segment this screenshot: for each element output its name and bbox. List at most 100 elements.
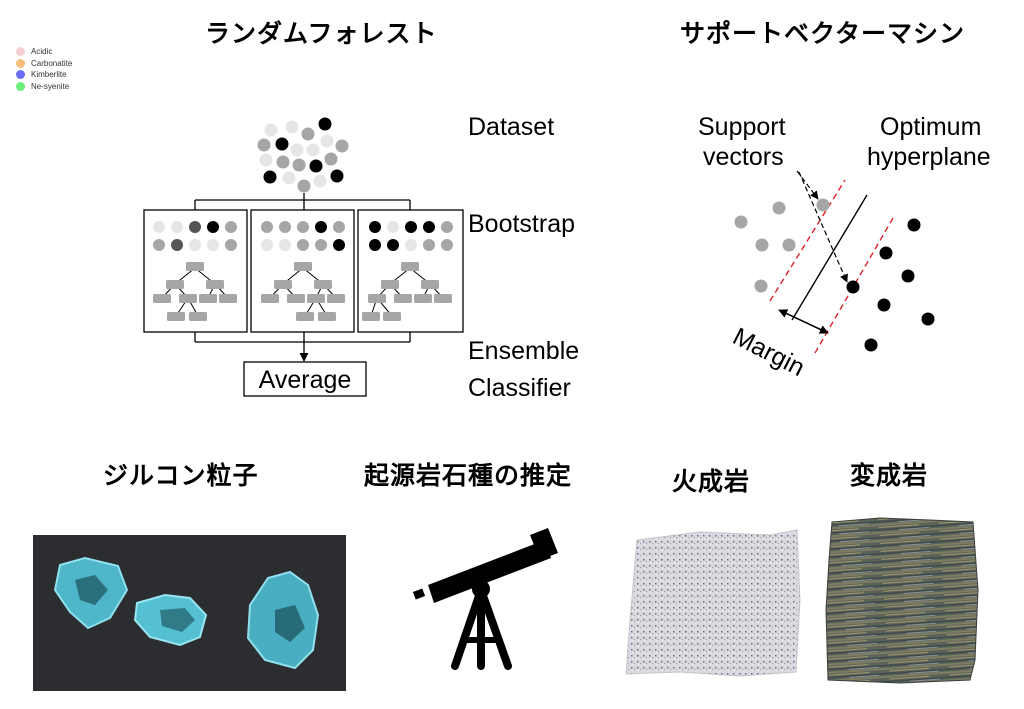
class-b-point bbox=[921, 312, 935, 326]
class-b-point bbox=[901, 269, 915, 283]
dataset-point bbox=[320, 134, 334, 148]
support-vector-b bbox=[846, 280, 860, 294]
dataset-point bbox=[257, 138, 271, 152]
sample-point bbox=[441, 239, 453, 251]
bootstrap-frame bbox=[250, 209, 355, 333]
legend-swatch bbox=[16, 81, 25, 91]
tree-nodes bbox=[261, 262, 345, 321]
tree-node bbox=[362, 312, 380, 321]
tree-node bbox=[327, 294, 345, 303]
sample-point bbox=[333, 239, 345, 251]
tree-node bbox=[394, 294, 412, 303]
sample-point bbox=[153, 239, 165, 251]
class-b-point bbox=[879, 246, 893, 260]
sample-point bbox=[333, 221, 345, 233]
sample-point bbox=[369, 239, 381, 251]
tree-node bbox=[383, 312, 401, 321]
dataset-point bbox=[276, 155, 290, 169]
legend-label: Kimberlite bbox=[31, 70, 67, 80]
class-a-point bbox=[755, 238, 769, 252]
metamorphic-title: 変成岩 bbox=[850, 461, 929, 490]
igneous-title: 火成岩 bbox=[672, 467, 751, 496]
tree-node bbox=[294, 262, 312, 271]
bootstrap-box-3 bbox=[357, 209, 464, 333]
tree-node bbox=[414, 294, 432, 303]
tree-nodes bbox=[153, 262, 237, 321]
bootstrap-box-1 bbox=[143, 209, 248, 333]
metamorphic-rock-photo bbox=[825, 517, 979, 684]
sample-point bbox=[261, 221, 273, 233]
legend-label: Acidic bbox=[31, 47, 53, 57]
sample-point bbox=[261, 239, 273, 251]
telescope-leg bbox=[451, 586, 485, 670]
tree-node bbox=[199, 294, 217, 303]
sample-point bbox=[207, 239, 219, 251]
sample-point bbox=[225, 221, 237, 233]
legend-item-acidic: Acidic bbox=[16, 46, 72, 58]
tree-node bbox=[381, 280, 399, 289]
sample-point bbox=[405, 239, 417, 251]
dataset-point bbox=[282, 171, 296, 185]
sample-point bbox=[387, 221, 399, 233]
telescope-lens bbox=[530, 528, 558, 560]
bootstrap-label: Bootstrap bbox=[468, 210, 576, 238]
tree-node bbox=[189, 312, 207, 321]
tree-edges bbox=[161, 267, 229, 317]
origin-estimation-title: 起源岩石種の推定 bbox=[364, 461, 573, 490]
svm-title: サポートベクターマシン bbox=[680, 19, 966, 48]
telescope-icon bbox=[412, 528, 558, 670]
decision-tree-2 bbox=[261, 262, 345, 321]
legend-swatch bbox=[16, 58, 25, 68]
sample-point bbox=[153, 221, 165, 233]
dataset-point bbox=[324, 152, 338, 166]
sample-point bbox=[171, 221, 183, 233]
dataset-point bbox=[313, 174, 327, 188]
support-label: Support bbox=[698, 113, 786, 141]
tree-edges bbox=[269, 267, 337, 317]
dataset-point bbox=[306, 143, 320, 157]
class-a-point bbox=[754, 279, 768, 293]
sample-point bbox=[189, 239, 201, 251]
ensemble-connector bbox=[194, 332, 411, 362]
zircon-photo bbox=[33, 535, 346, 691]
tree-node bbox=[401, 262, 419, 271]
sample-point bbox=[315, 221, 327, 233]
optimum-label: Optimum bbox=[880, 113, 982, 141]
tree-node bbox=[296, 312, 314, 321]
zircon-grain-shade bbox=[275, 605, 305, 642]
zircon-grain-shade bbox=[75, 575, 108, 605]
sample-point bbox=[405, 221, 417, 233]
class-b-point bbox=[877, 298, 891, 312]
sample-point bbox=[441, 221, 453, 233]
sample-point bbox=[279, 239, 291, 251]
sample-point bbox=[279, 221, 291, 233]
class-a-point bbox=[734, 215, 748, 229]
vectors-label: vectors bbox=[703, 143, 784, 171]
tree-node bbox=[307, 294, 325, 303]
tree-node bbox=[318, 312, 336, 321]
tree-node bbox=[179, 294, 197, 303]
tree-node bbox=[274, 280, 292, 289]
igneous-rock-photo bbox=[625, 529, 801, 677]
class-a-point bbox=[772, 201, 786, 215]
dataset-label: Dataset bbox=[468, 113, 555, 141]
zircon-grain-shade bbox=[160, 608, 195, 632]
svm-diagram: Margin bbox=[728, 170, 935, 382]
bootstrap-connector bbox=[194, 193, 411, 210]
dataset-point bbox=[318, 117, 332, 131]
telescope-eyepiece bbox=[412, 588, 426, 600]
tree-node bbox=[261, 294, 279, 303]
sample-point bbox=[387, 239, 399, 251]
margin-arrow bbox=[778, 309, 829, 334]
legend-item-ne-syenite: Ne-syenite bbox=[16, 81, 72, 93]
margin-label: Margin bbox=[728, 322, 809, 382]
sample-point bbox=[423, 221, 435, 233]
average-box bbox=[243, 361, 367, 397]
legend-label: Carbonatite bbox=[31, 58, 73, 68]
tree-node bbox=[287, 294, 305, 303]
tree-node bbox=[167, 312, 185, 321]
legend-swatch bbox=[16, 70, 25, 80]
dataset-point bbox=[297, 179, 311, 193]
